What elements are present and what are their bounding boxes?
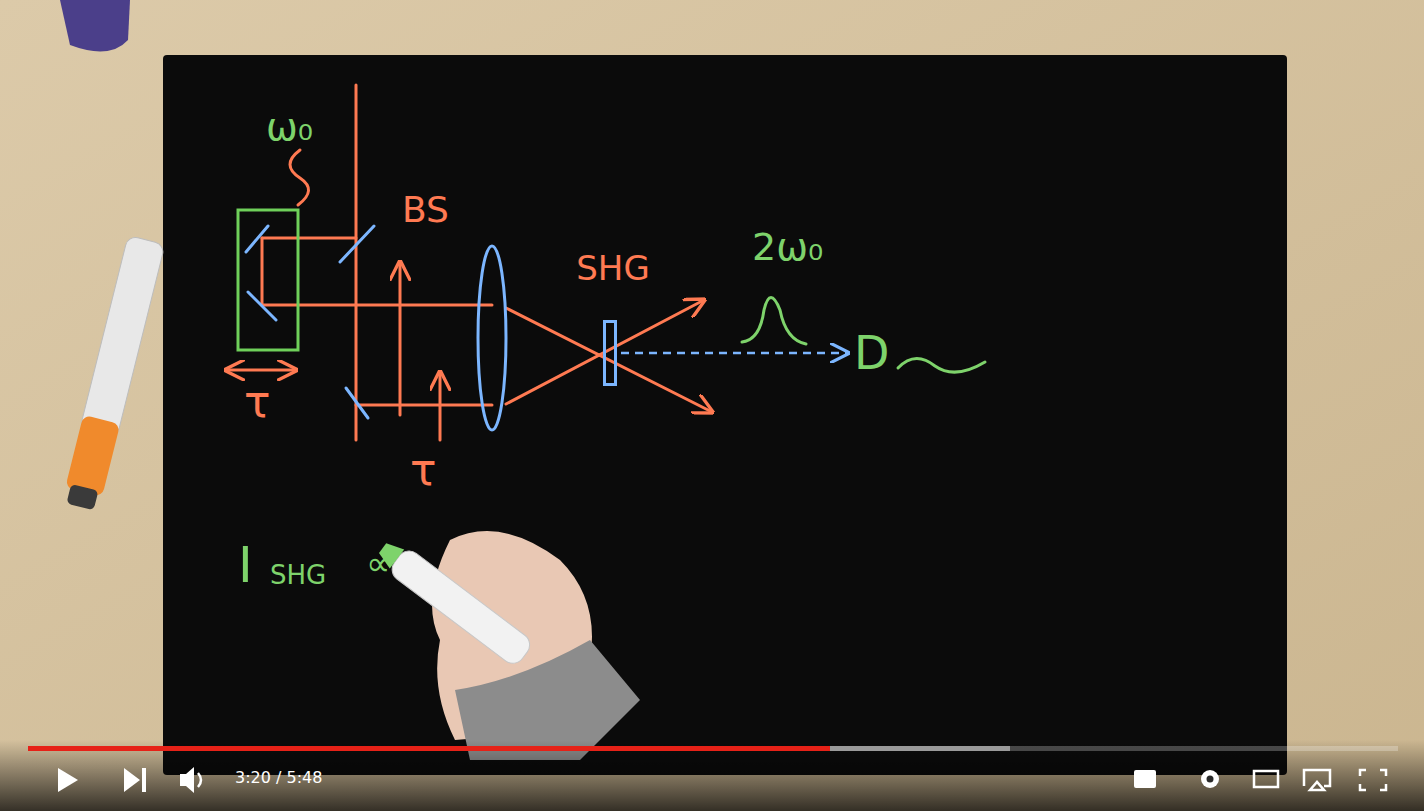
intensity-symbol: I	[238, 540, 253, 590]
time-display: 3:20 / 5:48	[235, 770, 322, 786]
delay-label: τ	[410, 448, 437, 492]
intensity-subscript: SHG	[270, 562, 326, 588]
beamsplitter-label: BS	[402, 192, 449, 228]
node-text: D	[854, 330, 889, 376]
frequency-label: ω₀	[266, 108, 313, 146]
detector: D	[852, 328, 891, 378]
shg-crystal: SHG	[603, 320, 617, 386]
proportional-sign: ∝	[366, 546, 390, 580]
node-text: SHG	[576, 251, 650, 285]
harmonic-label: 2ω₀	[752, 228, 823, 266]
beam-connector	[621, 352, 848, 355]
delay-label: τ	[244, 380, 271, 424]
